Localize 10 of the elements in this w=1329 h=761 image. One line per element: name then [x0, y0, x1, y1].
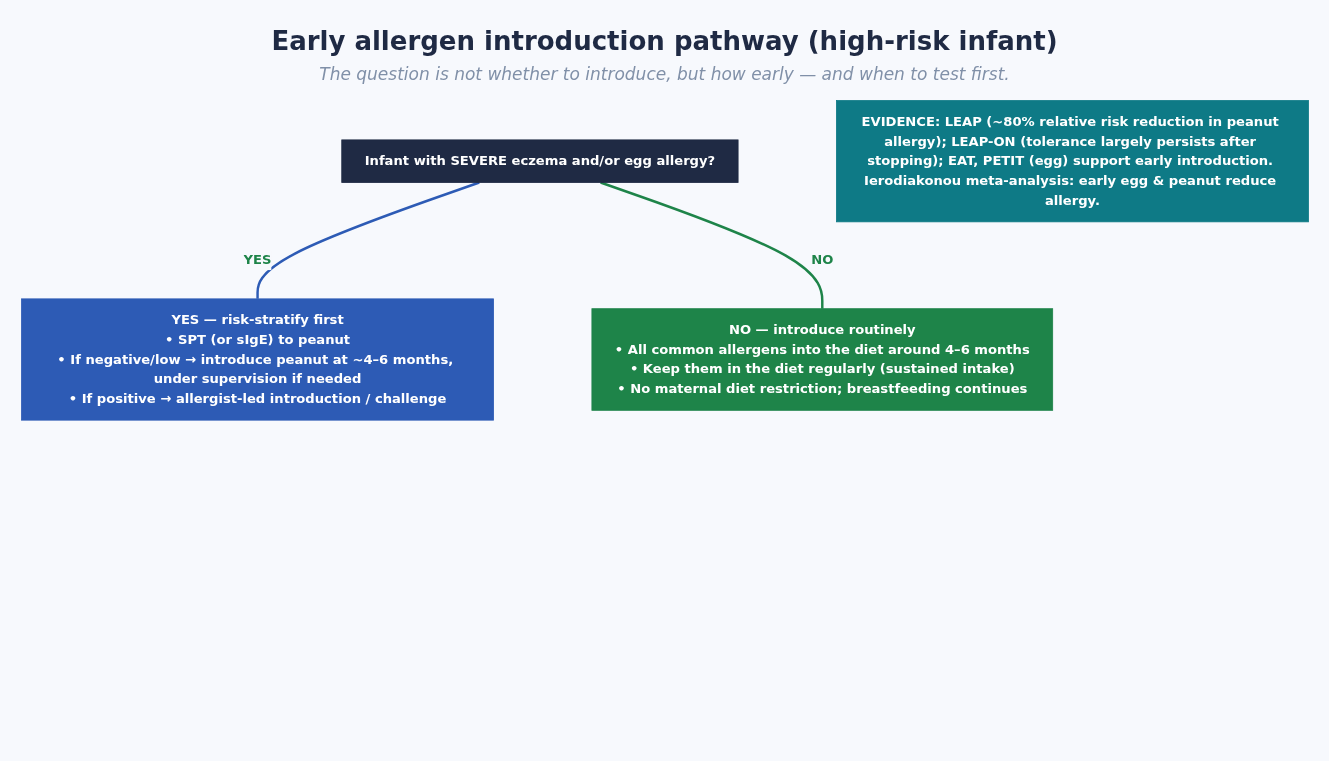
connector [255, 181, 480, 299]
connector [599, 181, 823, 309]
edge-label: NO [810, 252, 833, 268]
node-box: EVIDENCE: LEAP (~80% relative risk reduction in peanut allergy); LEAP-ON (tolerance largely persists after stopping); EAT, PETIT (egg) support early introduction. Ierodiakonou meta-analysis: early egg & peanut reduce allergy. [835, 100, 1309, 223]
node-box: NO — introduce routinely • All common allergens into the diet around 4–6 months • Keep them in the diet regularly (sustained intake) • No maternal diet restriction; breastfeeding continues [591, 308, 1053, 411]
diagram-title: Early allergen introduction pathway (high-risk infant) [271, 26, 1058, 56]
node-box: Infant with SEVERE eczema and/or egg allergy? [340, 139, 738, 183]
node-box: YES — risk-stratify first • SPT (or sIgE) to peanut • If negative/low → introduce peanut at ~4–6 months, under supervision if needed • If positive → allergist-led introduction / challenge [20, 298, 494, 421]
diagram-caption: The question is not whether to introduce, but how early — and when to test first. [319, 64, 1010, 84]
edge-label: YES [243, 252, 272, 268]
